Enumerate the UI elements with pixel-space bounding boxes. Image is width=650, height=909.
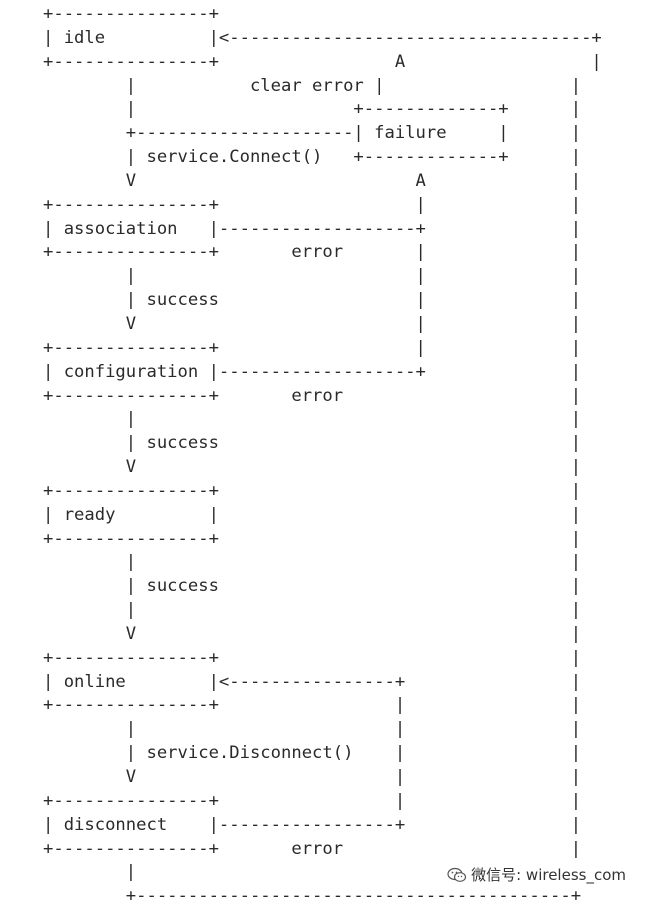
diagram-line: +---------------+ | |	[43, 790, 582, 811]
watermark-text: 微信号: wireless_com	[471, 866, 626, 884]
diagram-line: | clear error | |	[43, 75, 582, 96]
diagram-line: +---------------+ |	[43, 480, 582, 501]
diagram-line: +---------------+ |	[43, 647, 582, 668]
diagram-line: V | |	[43, 767, 582, 787]
diagram-line: +---------------+ | |	[43, 194, 582, 215]
diagram-line: | association |-------------------+ |	[43, 218, 582, 239]
wechat-icon	[447, 867, 467, 883]
diagram-line: +---------------------| failure | |	[43, 123, 582, 144]
watermark: 微信号: wireless_com	[445, 864, 628, 885]
diagram-line: +---------------+ | |	[43, 695, 582, 716]
diagram-line: V A |	[43, 170, 582, 191]
diagram-line: | service.Connect() +-------------+ |	[43, 147, 582, 168]
diagram-line: | |	[43, 409, 582, 430]
diagram-line: +---------------+	[43, 4, 219, 24]
diagram-line: | ready | |	[43, 504, 582, 525]
diagram-line: | |	[43, 552, 582, 573]
diagram-line: +---------------------------------------…	[43, 886, 582, 907]
diagram-line: +---------------+ A |	[43, 51, 602, 72]
diagram-line: | service.Disconnect() | |	[43, 743, 582, 764]
state-diagram: +---------------+ | idle |<--------------…	[43, 4, 602, 907]
diagram-line: V | |	[43, 313, 582, 334]
diagram-line: | | |	[43, 266, 582, 287]
diagram-line: | idle |<-------------------------------…	[43, 27, 602, 48]
diagram-line: | +-------------+ |	[43, 99, 582, 120]
diagram-line: | |	[43, 600, 582, 621]
diagram-line: +---------------+ |	[43, 528, 582, 549]
diagram-line: +---------------+ error |	[43, 838, 582, 859]
diagram-line: +---------------+ | |	[43, 337, 582, 358]
diagram-line: | success | |	[43, 290, 582, 311]
diagram-line: | online |<----------------+ |	[43, 671, 582, 692]
diagram-line: +---------------+ error | |	[43, 242, 582, 263]
diagram-line: | configuration |-------------------+ |	[43, 361, 582, 382]
diagram-line: V |	[43, 457, 582, 478]
diagram-line: | success |	[43, 433, 582, 454]
diagram-line: V |	[43, 623, 582, 644]
diagram-line: +---------------+ error |	[43, 385, 582, 406]
diagram-line: | success |	[43, 576, 582, 597]
diagram-line: | | |	[43, 719, 582, 740]
diagram-line: | disconnect |-----------------+ |	[43, 814, 582, 835]
